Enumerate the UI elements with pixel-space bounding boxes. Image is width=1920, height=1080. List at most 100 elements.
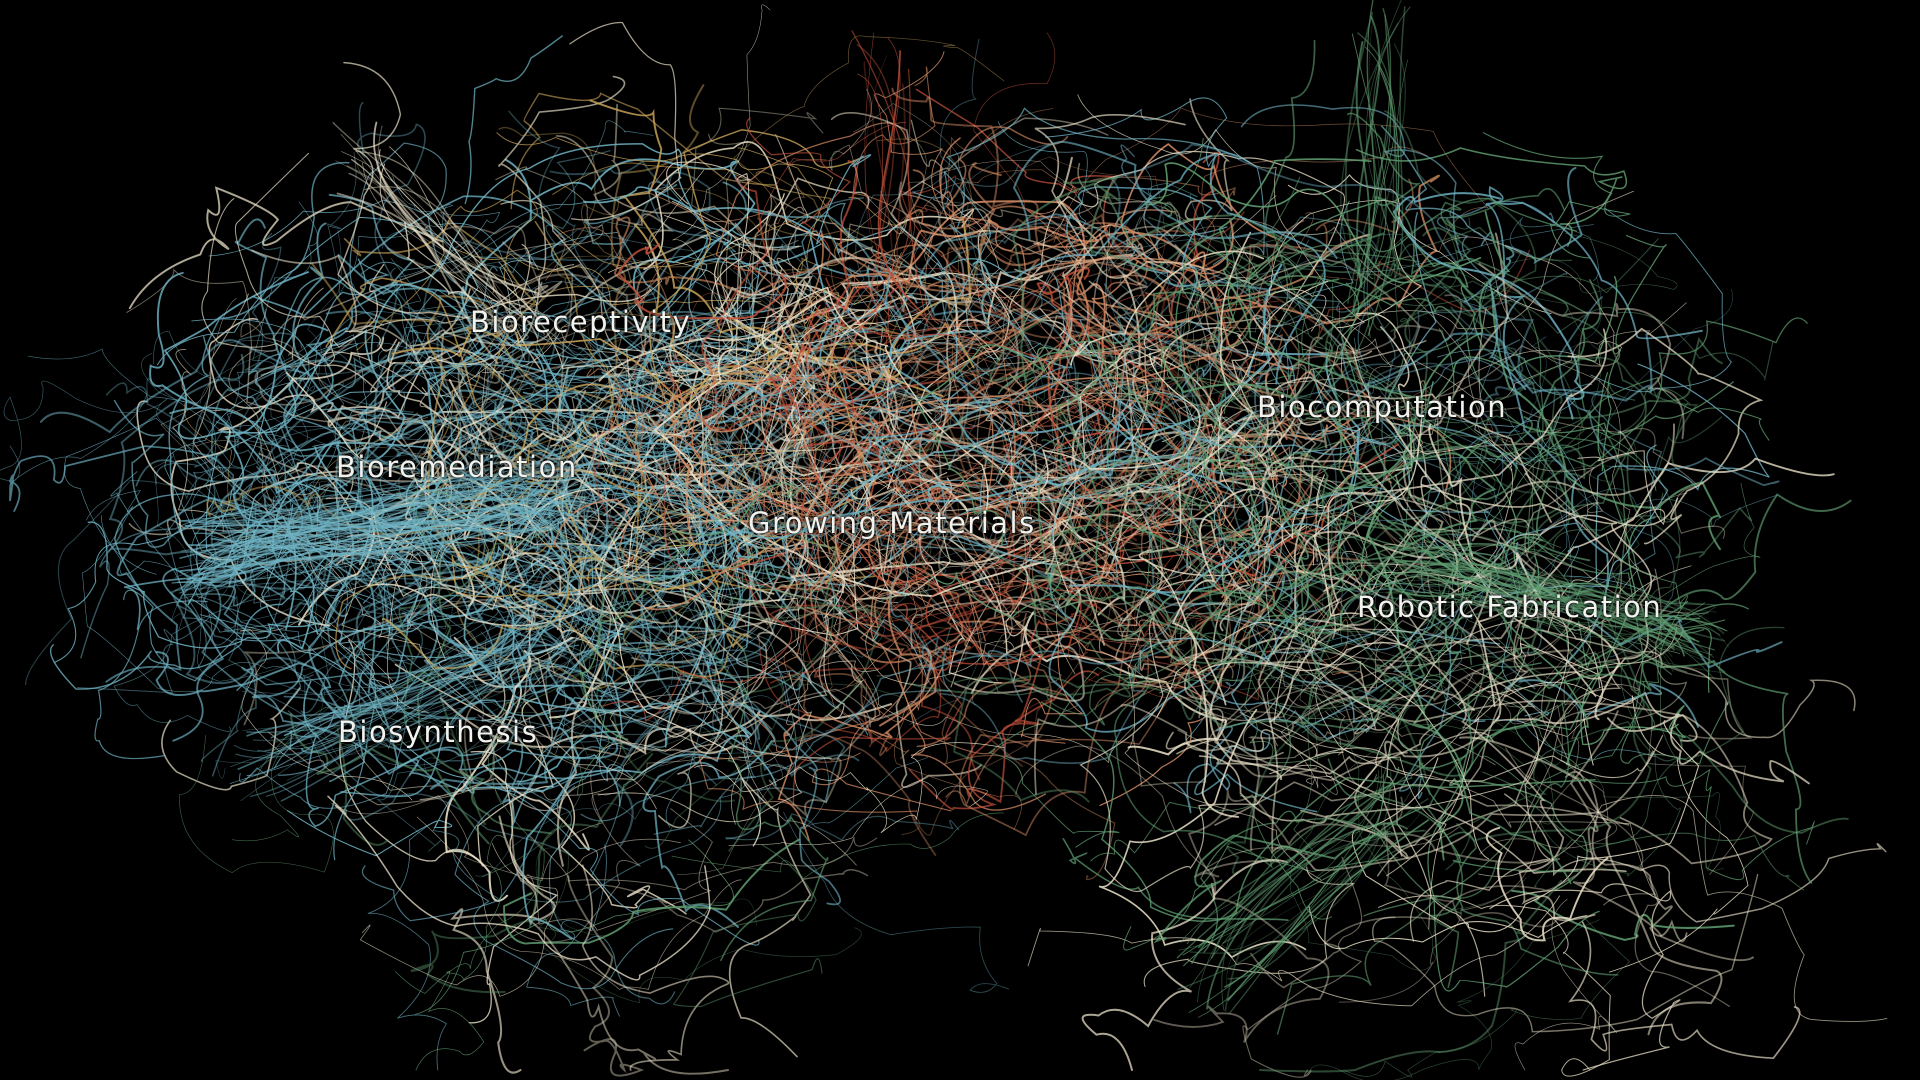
fiber-strand xyxy=(381,522,822,679)
fiber-strand xyxy=(455,407,696,690)
fiber-strand xyxy=(510,482,707,829)
fiber-strand xyxy=(1242,619,1571,767)
fiber-strand xyxy=(1601,234,1667,472)
fiber-wisp xyxy=(1367,64,1400,336)
fiber-strand xyxy=(1462,217,1599,303)
fiber-strand xyxy=(966,615,1074,804)
fiber-strand xyxy=(715,122,907,432)
fiber-strand xyxy=(1188,417,1345,649)
fiber-strand xyxy=(733,122,907,354)
fiber-strand xyxy=(1489,883,1681,1071)
fiber-strand xyxy=(336,667,487,846)
fiber-strand xyxy=(671,812,1005,879)
fiber-strand xyxy=(331,757,790,882)
fiber-strand xyxy=(585,869,869,933)
fiber-strand xyxy=(492,560,930,804)
fiber-strand xyxy=(1109,143,1462,285)
fiber-strand xyxy=(496,132,834,383)
fiber-strand xyxy=(1514,725,1815,881)
fiber-strand xyxy=(882,579,1082,665)
fiber-wisp xyxy=(1356,16,1381,289)
fiber-strand xyxy=(1504,681,1749,973)
fiber-strand xyxy=(1269,328,1608,723)
fiber-strand xyxy=(771,636,1023,751)
fiber-strand xyxy=(720,645,829,962)
fiber-strand xyxy=(1014,268,1231,663)
fiber-wisp xyxy=(171,522,533,584)
fiber-strand xyxy=(560,402,824,478)
fiber-strand xyxy=(381,228,775,391)
fiber-strand xyxy=(583,186,841,331)
fiber-strand xyxy=(1547,450,1666,633)
fiber-strand xyxy=(597,670,813,823)
fiber-strand xyxy=(1305,401,1656,598)
fiber-strand xyxy=(363,565,686,705)
fiber-strand xyxy=(1473,231,1640,635)
fiber-strand xyxy=(1028,274,1220,535)
fiber-wisp xyxy=(1222,765,1423,950)
fiber-strand xyxy=(1268,253,1640,610)
fiber-strand xyxy=(1015,400,1175,614)
fiber-strand xyxy=(804,285,918,474)
fiber-strand xyxy=(1123,845,1398,951)
fiber-strand xyxy=(938,261,1210,469)
fiber-strand xyxy=(1240,649,1535,733)
fiber-strand xyxy=(648,129,860,426)
fiber-strand xyxy=(1302,337,1523,733)
fiber-strand xyxy=(1314,232,1509,647)
fiber-wisp xyxy=(246,601,548,733)
fiber-strand xyxy=(1280,569,1589,766)
fiber-strand xyxy=(1048,200,1354,452)
fiber-strand xyxy=(1497,623,1683,870)
fiber-wisp xyxy=(210,485,573,556)
fiber-strand xyxy=(519,626,760,903)
fiber-strand xyxy=(685,206,804,431)
fiber-strand xyxy=(757,217,908,464)
fiber-wisp xyxy=(1197,821,1398,1003)
fiber-strand xyxy=(719,470,921,626)
fiber-strand xyxy=(874,253,1060,645)
fiber-wisp xyxy=(1190,771,1392,954)
fiber-strand xyxy=(527,394,841,654)
fiber-strand xyxy=(1198,599,1491,724)
fiber-strand xyxy=(523,472,727,696)
fiber-strand xyxy=(168,161,350,565)
fiber-strand xyxy=(567,875,645,1077)
fiber-strand xyxy=(450,815,556,1074)
fiber-wisp xyxy=(280,670,583,802)
fiber-wisp xyxy=(1379,573,1680,654)
fiber-strand xyxy=(846,506,1090,688)
fiber-strand xyxy=(164,318,310,559)
fiber-strand xyxy=(945,107,1252,312)
fiber-strand xyxy=(1443,356,1699,510)
fiber-strand xyxy=(1008,153,1326,385)
fiber-strand xyxy=(623,613,724,829)
fiber-strand xyxy=(529,545,673,847)
fiber-strand xyxy=(359,843,559,997)
fiber-strand xyxy=(1098,233,1277,475)
fiber-strand xyxy=(149,271,348,495)
fiber-strand xyxy=(1109,274,1275,687)
fiber-strand xyxy=(1273,616,1664,782)
fiber-strand xyxy=(171,287,445,580)
fiber-strand xyxy=(840,443,1042,539)
fiber-strand xyxy=(534,220,867,578)
fiber-strand xyxy=(80,508,283,659)
fiber-strand xyxy=(1420,291,1647,558)
fiber-wisp xyxy=(1340,22,1399,295)
fiber-strand xyxy=(880,161,1002,297)
fiber-strand xyxy=(725,813,960,841)
fiber-strand xyxy=(1311,349,1576,467)
fiber-strand xyxy=(1080,330,1154,655)
fiber-wisp xyxy=(274,637,576,769)
fiber-wisp xyxy=(864,32,895,294)
fiber-strand xyxy=(327,795,711,981)
fiber-strand xyxy=(538,849,862,1003)
fiber-strand xyxy=(759,253,1133,373)
fiber-strand xyxy=(1031,378,1231,659)
fiber-strand xyxy=(1488,166,1583,391)
fiber-strand xyxy=(595,430,995,688)
fiber-strand xyxy=(805,261,1157,495)
fiber-strand xyxy=(706,177,870,326)
fiber-strand xyxy=(708,522,837,693)
